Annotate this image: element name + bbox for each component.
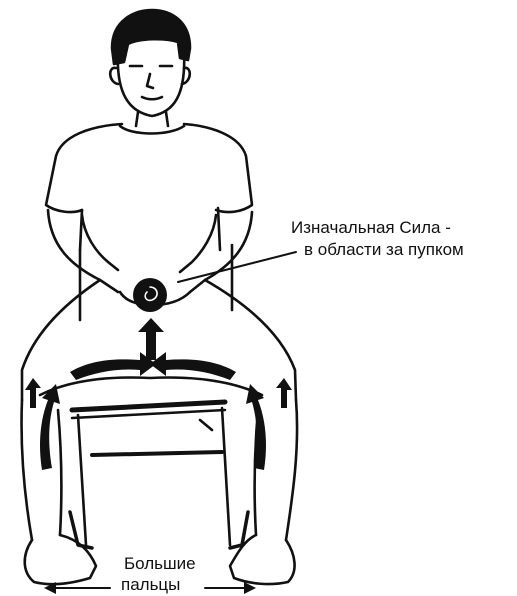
left-inner-arrow: [70, 352, 156, 380]
energy-spiral: [133, 278, 167, 312]
toes-label-line-1: Большие: [124, 554, 196, 574]
lower-legs: [22, 400, 298, 540]
callout-label-line-1: Изначальная Сила -: [291, 218, 451, 238]
right-thigh-arrow: [276, 378, 292, 408]
torso: [46, 112, 252, 250]
left-thigh-arrow: [25, 378, 41, 408]
left-outer-arrow: [40, 384, 60, 470]
toes-label-line-2: пальцы: [121, 575, 180, 595]
head: [110, 10, 190, 116]
right-inner-arrow: [150, 352, 236, 380]
callout-label-line-2: в области за пупком: [304, 240, 464, 260]
